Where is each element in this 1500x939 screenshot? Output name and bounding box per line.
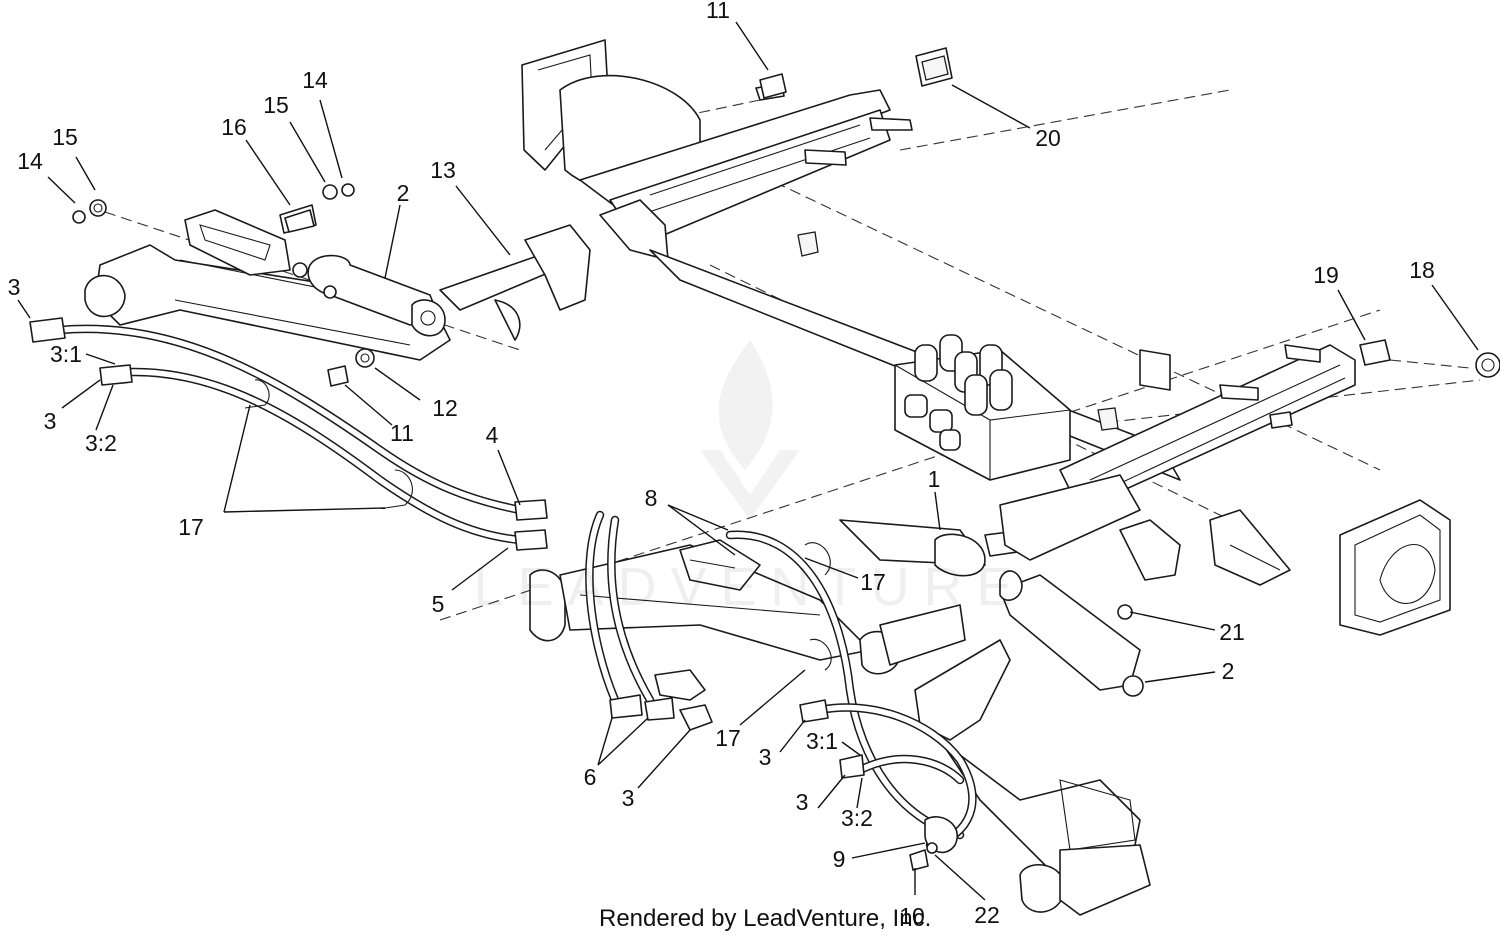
callout-3-1-left: 3:1 (50, 341, 82, 367)
right-steering-arm (529, 474, 1151, 916)
callout-10: 10 (899, 903, 925, 929)
callout-18: 18 (1409, 257, 1435, 283)
callout-3-top-left: 3 (8, 274, 21, 300)
credit-text: Rendered by LeadVenture, Inc. (599, 905, 931, 932)
callout-labels: 11 20 14 15 15 14 16 13 2 3 3:1 3 3:2 12… (8, 0, 1435, 929)
callout-3-1-right: 3:1 (806, 728, 838, 754)
callout-14-right: 14 (302, 67, 328, 93)
callout-12: 12 (432, 395, 458, 421)
callout-3-lower-left: 3 (622, 785, 635, 811)
callout-8: 8 (645, 485, 658, 511)
callout-3-2-left: 3:2 (85, 430, 117, 456)
hardware (72, 47, 1500, 871)
callout-15-left: 15 (52, 124, 78, 150)
callout-3-lower-mid: 3 (759, 744, 772, 770)
callout-17-left: 17 (178, 514, 204, 540)
callout-17-center: 17 (860, 569, 886, 595)
callout-2-lower: 2 (1222, 658, 1235, 684)
callout-13: 13 (430, 157, 456, 183)
callout-6: 6 (584, 764, 597, 790)
callout-3-2-right: 3:2 (841, 805, 873, 831)
callout-11-top: 11 (706, 0, 730, 23)
callout-4: 4 (486, 422, 499, 448)
right-hose-assembly (585, 510, 977, 854)
callout-3-lower-right: 3 (796, 789, 809, 815)
callout-3-mid-left: 3 (44, 408, 57, 434)
hydraulic-valve-block (894, 334, 1071, 481)
callout-5: 5 (432, 591, 445, 617)
watermark: LEADVENTURE (473, 340, 1026, 617)
callout-9: 9 (833, 846, 846, 872)
rear-axle-frame (521, 39, 1451, 636)
callout-17-lower: 17 (715, 725, 741, 751)
callout-1: 1 (928, 466, 941, 492)
callout-22: 22 (974, 902, 1000, 928)
callout-14-left: 14 (17, 148, 43, 174)
watermark-text: LEADVENTURE (473, 557, 1026, 617)
callout-16: 16 (221, 114, 247, 140)
leader-lines (17, 21, 1479, 901)
callout-19: 19 (1313, 262, 1339, 288)
callout-20: 20 (1035, 125, 1061, 151)
callout-15-right: 15 (263, 92, 289, 118)
callout-2-upper: 2 (397, 180, 410, 206)
left-hose-assembly (29, 317, 548, 551)
callout-11-lower: 11 (390, 420, 414, 446)
callout-21: 21 (1219, 619, 1245, 645)
